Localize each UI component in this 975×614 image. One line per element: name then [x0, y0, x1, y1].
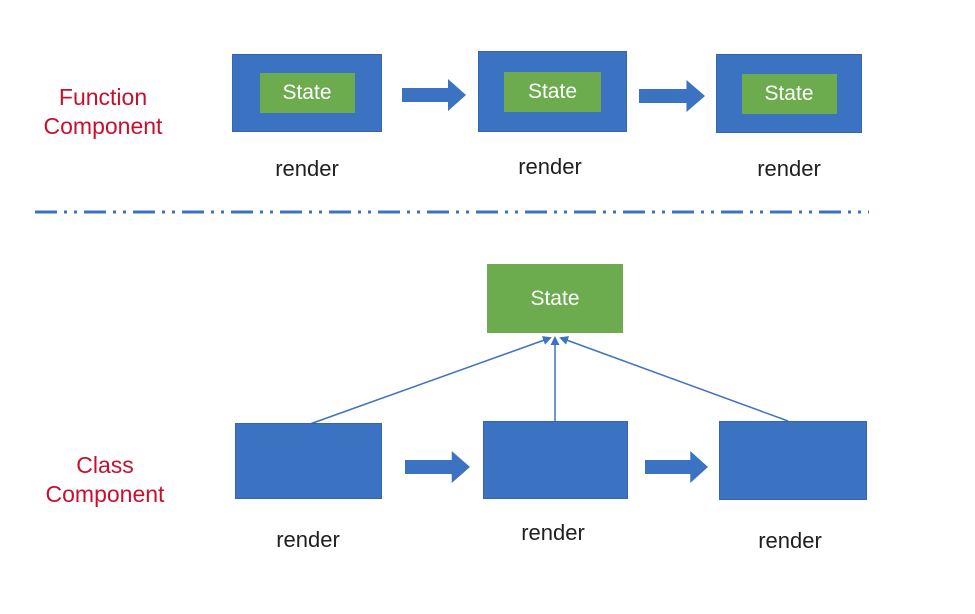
function-render-label-2: render [518, 154, 582, 179]
connector-arrow-right [559, 336, 789, 422]
class-render-box-3 [719, 421, 867, 500]
class-render-label-2: render [521, 520, 585, 545]
connector-arrow-left [309, 336, 552, 425]
class-render-label-3: render [758, 528, 822, 553]
class-render-box-1 [235, 423, 382, 499]
arrow-right-icon-4 [645, 451, 708, 483]
function-label-line1: Function [58, 84, 148, 110]
arrow-right-icon-3 [405, 451, 470, 483]
arrow-right-icon-1 [402, 79, 466, 111]
divider-dashed-line [35, 210, 869, 214]
state-box-1: State [259, 73, 355, 113]
function-render-box-1: State [232, 54, 382, 132]
function-render-box-3: State [716, 54, 862, 133]
state-box-3: State [741, 73, 837, 114]
function-label-line2: Component [43, 113, 163, 139]
class-render-box-2 [483, 421, 628, 499]
class-render-label-1: render [276, 527, 340, 552]
state-box-2: State [504, 71, 601, 112]
arrow-right-icon-2 [639, 80, 705, 112]
function-render-label-3: render [757, 156, 821, 181]
class-label-line2: Component [45, 481, 165, 507]
function-render-box-2: State [478, 51, 627, 132]
class-label-line1: Class [76, 452, 134, 478]
function-render-label-1: render [275, 156, 339, 181]
class-component-label: Class Component [15, 451, 195, 509]
function-component-label: Function Component [13, 83, 193, 141]
shared-state-box: State [487, 264, 623, 333]
